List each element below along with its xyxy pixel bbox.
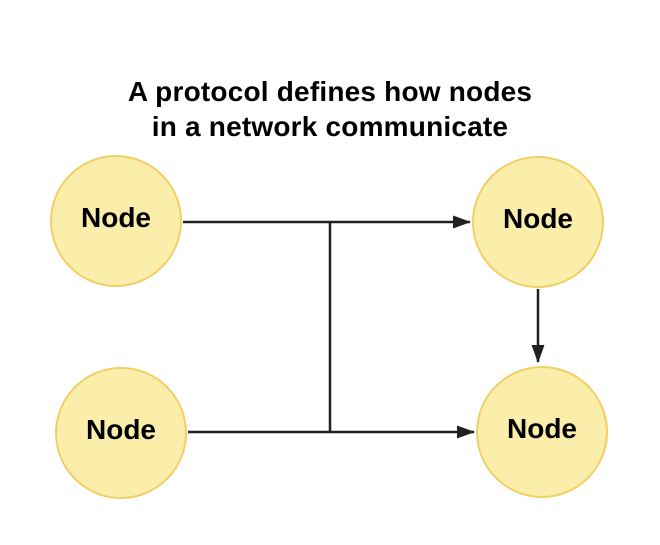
node-label: Node [86,414,156,445]
node-label: Node [81,202,151,233]
diagram-title: A protocol defines how nodes in a networ… [0,74,660,144]
node-label: Node [503,203,573,234]
node-bottom-right: Node [476,366,608,498]
node-bottom-left: Node [55,367,187,499]
title-line-2: in a network communicate [151,111,509,142]
title-line-1: A protocol defines how nodes [127,76,533,107]
node-top-right: Node [472,156,604,288]
node-top-left: Node [50,155,182,287]
node-label: Node [507,413,577,444]
